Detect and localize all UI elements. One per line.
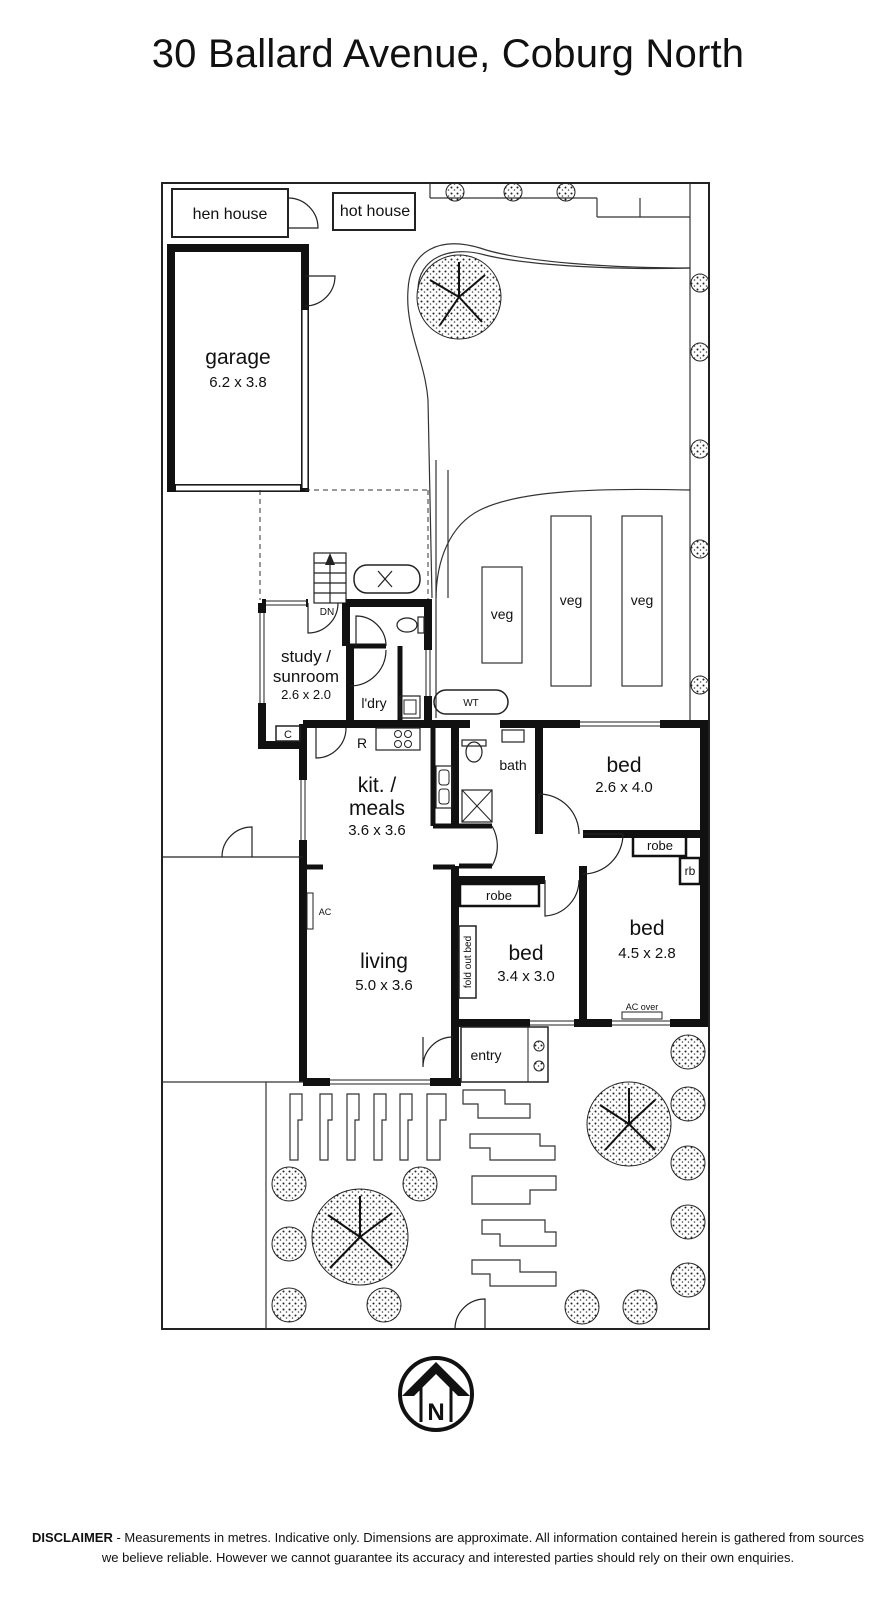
cooktop-icon (375, 727, 421, 751)
study-size: 2.6 x 2.0 (281, 687, 331, 702)
entry-label: entry (470, 1047, 501, 1063)
outdoor-bathtub (353, 564, 421, 594)
page-title: 30 Ballard Avenue, Coburg North (151, 32, 745, 76)
water-tank-label: WT (463, 698, 479, 709)
interior-partitions (303, 643, 492, 870)
disclaimer: DISCLAIMER - Measurements in metres. Ind… (30, 1528, 866, 1568)
fold-out-bed-label: fold out bed (463, 936, 474, 988)
water-tank (433, 689, 509, 715)
hen-house-door (287, 197, 319, 229)
ac-over-unit (621, 1011, 663, 1020)
veg-bed-2 (550, 515, 592, 687)
garden-path (407, 243, 691, 718)
robe-a-label: robe (647, 838, 673, 853)
robe-b-label: robe (486, 888, 512, 903)
kitchen-sink-icon (435, 765, 453, 809)
living-size: 5.0 x 3.6 (355, 977, 413, 994)
robe-bed2 (631, 832, 688, 858)
doors (221, 602, 624, 1330)
rb-label: rb (685, 864, 696, 878)
garage-size: 6.2 x 3.8 (209, 374, 267, 391)
laundry-trough-icon (399, 695, 421, 719)
living-label: living (360, 950, 408, 973)
ac-label: AC (319, 907, 332, 917)
rb-bed2 (678, 856, 702, 886)
hot-house-label: hot house (340, 203, 410, 220)
study-label-line1: study / (281, 647, 331, 666)
front-fence-pickets (289, 1093, 447, 1161)
tree-front-right (586, 1081, 672, 1167)
kitchen-label-line1: kit. / (358, 774, 397, 797)
ac-unit (306, 892, 314, 930)
laundry-label: l'dry (361, 695, 386, 711)
bath-vanity-icon (501, 729, 525, 743)
bath-toilet-icon (461, 739, 487, 763)
shrubs (271, 1034, 706, 1325)
stairs (313, 552, 347, 604)
veg-label-1: veg (491, 606, 514, 622)
garage-label: garage (205, 346, 270, 369)
stairs-label: DN (320, 607, 334, 618)
bed3-size: 3.4 x 3.0 (497, 968, 555, 985)
carport-outline (259, 489, 429, 600)
kitchen-size: 3.6 x 3.6 (348, 822, 406, 839)
robe-bed3 (458, 882, 541, 908)
cupboard-label: C (284, 729, 292, 741)
veg-label-3: veg (631, 592, 654, 608)
property-boundary (161, 182, 710, 1330)
fence-posts (445, 182, 710, 695)
disclaimer-label: DISCLAIMER (31, 1530, 113, 1545)
hen-house-label: hen house (193, 206, 268, 223)
veg-bed-3 (621, 515, 663, 687)
bed2-size: 4.5 x 2.8 (618, 945, 676, 962)
ac-over-label: AC over (626, 1002, 659, 1012)
tree-front-left (311, 1188, 409, 1286)
stepping-stones (462, 1089, 557, 1287)
bed3-label: bed (508, 942, 543, 965)
cupboard (275, 725, 301, 742)
disclaimer-text: - Measurements in metres. Indicative onl… (101, 1530, 865, 1565)
garage-door (304, 275, 336, 307)
hen-house (171, 188, 289, 238)
tree-top (416, 254, 502, 340)
hot-house (332, 192, 416, 231)
veg-label-2: veg (560, 592, 583, 608)
bed1-size: 2.6 x 4.0 (595, 779, 653, 796)
windows (258, 599, 670, 1086)
bed2-label: bed (629, 917, 664, 940)
kitchen-label-line2: meals (349, 797, 405, 820)
fold-out-bed (458, 925, 477, 999)
veg-bed-1 (481, 566, 523, 664)
front-garden (162, 1081, 303, 1329)
compass-icon: N (398, 1356, 474, 1432)
bed1-label: bed (606, 754, 641, 777)
study-label-line2: sunroom (273, 667, 339, 686)
fridge-label: R (357, 735, 367, 751)
floor-plan: hen house hot house garage 6.2 x 3.8 (161, 182, 710, 1432)
bath-label: bath (499, 757, 526, 773)
toilet-icon (396, 616, 425, 634)
shower-icon (461, 789, 493, 823)
compass-letter: N (427, 1399, 444, 1426)
stairs-arrow-icon (325, 553, 335, 565)
